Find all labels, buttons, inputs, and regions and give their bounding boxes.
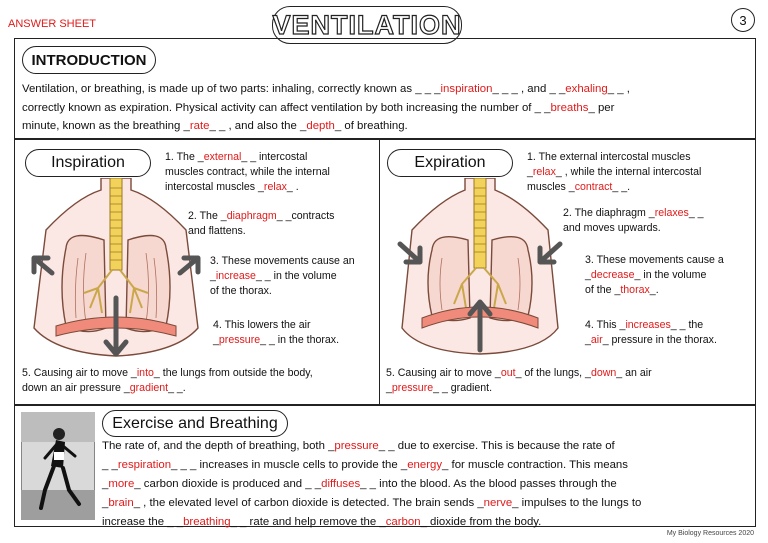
trachea <box>473 178 487 269</box>
introduction-box <box>14 38 756 139</box>
exercise-line-2: _ _respiration_ _ _ increases in muscle … <box>102 459 628 471</box>
insp-step-5: 5. Causing air to move _into_ the lungs … <box>22 367 313 394</box>
exercise-heading: Exercise and Breathing <box>102 410 288 437</box>
arrow-in-left <box>397 241 423 265</box>
exercise-line-3: _more_ carbon dioxide is produced and _ … <box>102 478 617 490</box>
right-lung <box>489 236 533 322</box>
arrow-out-right <box>177 255 201 276</box>
insp-step-3: 3. These movements cause an _increase_ _… <box>210 255 355 297</box>
arrow-down <box>103 295 129 357</box>
intro-line-2: correctly known as expiration. Physical … <box>22 102 615 114</box>
inspiration-heading: Inspiration <box>25 149 151 177</box>
exp-step-1: 1. The external intercostal muscles _rel… <box>527 151 702 193</box>
intro-line-1: Ventilation, or breathing, is made up of… <box>22 83 630 95</box>
arrow-in-right <box>537 241 563 265</box>
exp-step-2: 2. The diaphragm _relaxes_ _ and moves u… <box>563 207 704 234</box>
exercise-line-5: increase the _ _breathing_ _ rate and he… <box>102 516 542 528</box>
arrow-up <box>467 299 493 353</box>
exercise-paragraph: The rate of, and the depth of breathing,… <box>102 437 752 532</box>
exercise-box <box>14 405 756 527</box>
expiration-lungs-diagram <box>397 178 563 355</box>
arrow-out-left <box>31 255 55 276</box>
bronchi <box>453 267 507 309</box>
answer-sheet-label: ANSWER SHEET <box>8 18 97 30</box>
left-lung <box>427 236 471 322</box>
expiration-heading: Expiration <box>387 149 513 177</box>
right-lung <box>125 234 171 333</box>
exercise-line-1: The rate of, and the depth of breathing,… <box>102 440 615 452</box>
insp-step-1: 1. The _external_ _ intercostal muscles … <box>165 151 330 193</box>
runner-photo <box>21 412 95 520</box>
page-title: VENTILATION <box>272 6 462 44</box>
expiration-panel <box>379 139 756 405</box>
insp-step-4: 4. This lowers the air _pressure_ _ in t… <box>213 319 340 346</box>
trachea <box>109 178 123 271</box>
exp-step-4: 4. This _increases_ _ the _air_ pressure… <box>585 319 717 346</box>
footer-credit: My Biology Resources 2020 <box>666 530 754 537</box>
intro-line-3: minute, known as the breathing _rate_ _ … <box>22 120 408 132</box>
exp-step-3: 3. These movements cause a _decrease_ in… <box>585 254 724 296</box>
exercise-line-4: _brain_ , the elevated level of carbon d… <box>102 497 642 509</box>
introduction-heading: INTRODUCTION <box>22 46 156 74</box>
bronchi <box>83 269 149 314</box>
inspiration-lungs-diagram <box>31 178 201 357</box>
diaphragm <box>421 306 539 329</box>
left-lung <box>61 234 107 333</box>
page-number: 3 <box>731 8 755 32</box>
exp-step-5: 5. Causing air to move _out_ of the lung… <box>386 367 652 394</box>
insp-step-2: 2. The _diaphragm_ _contracts and flatte… <box>188 210 335 237</box>
